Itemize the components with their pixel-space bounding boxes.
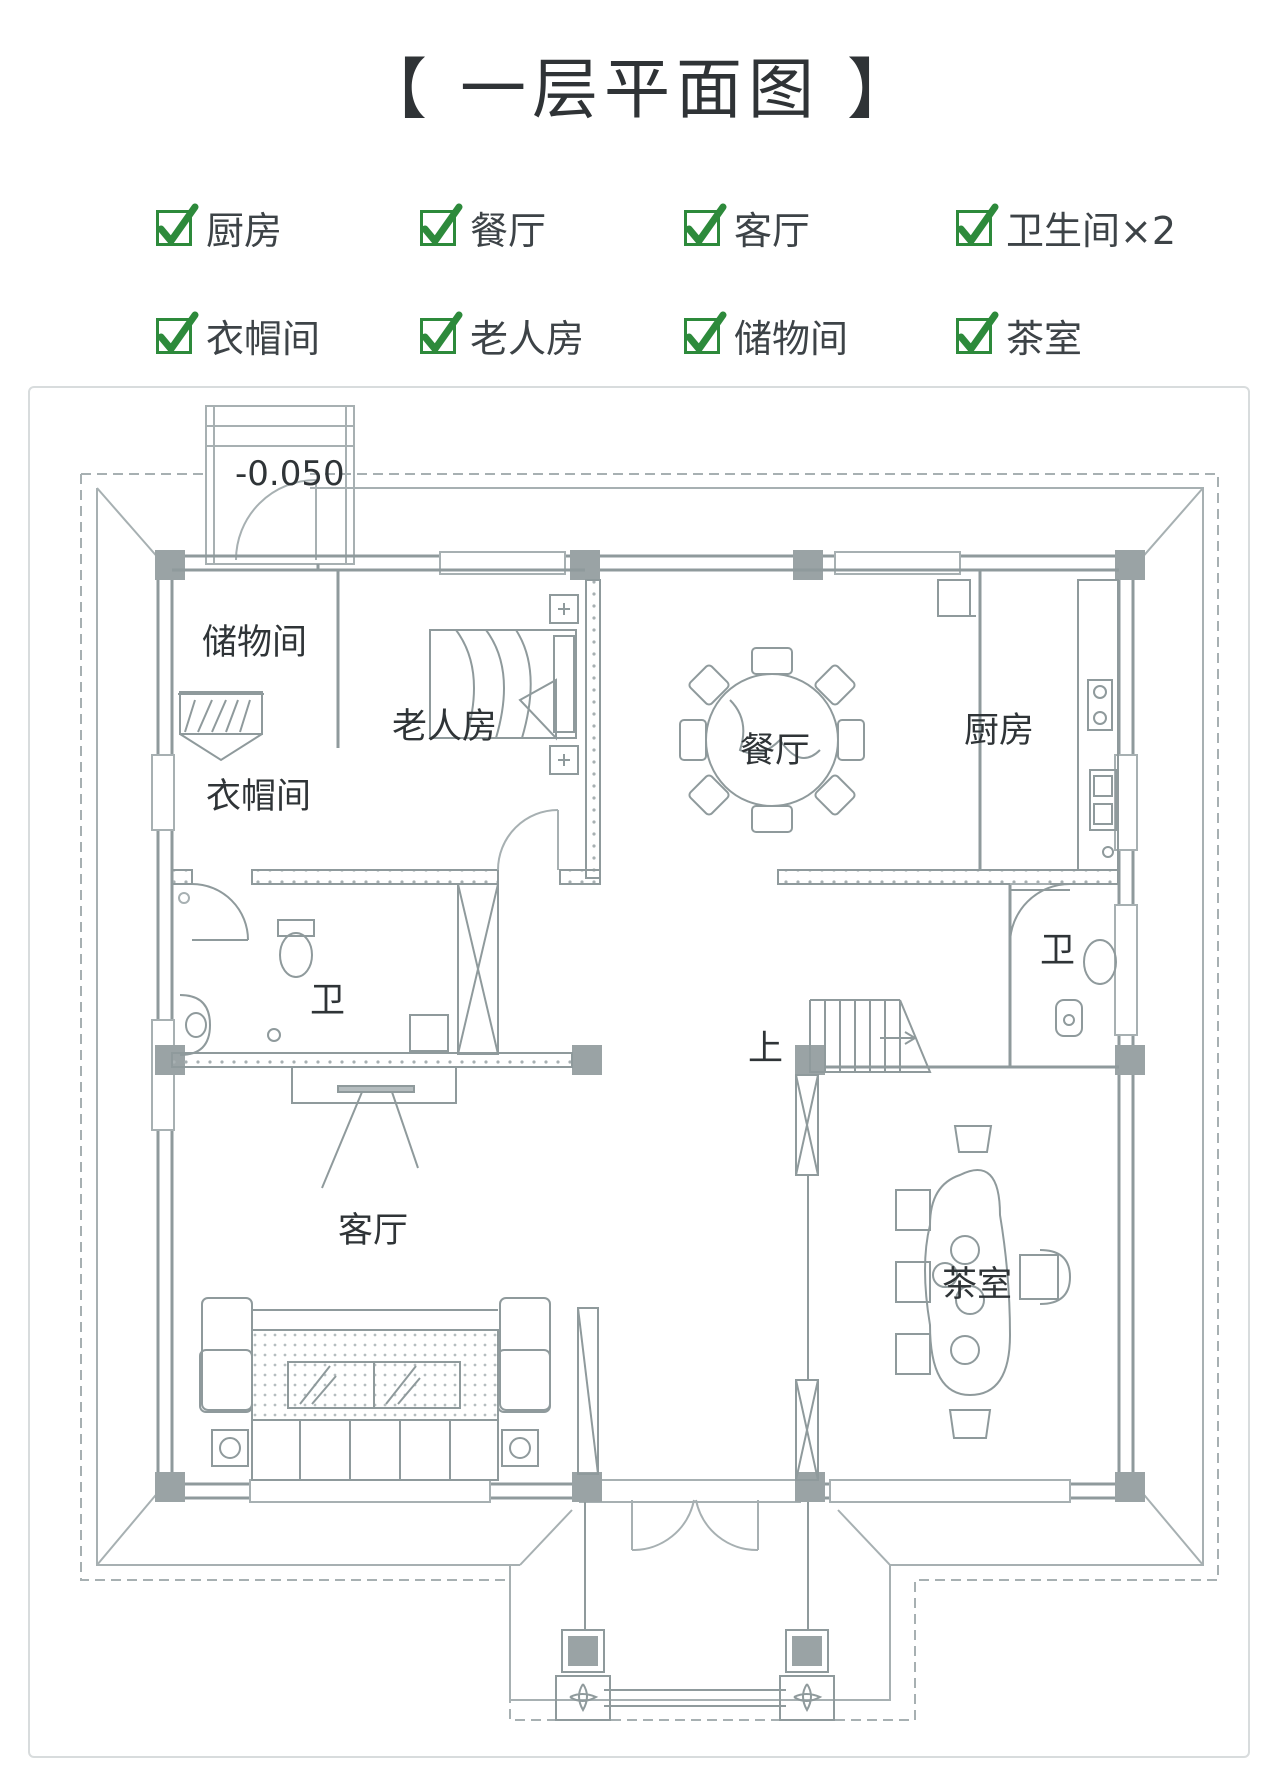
room-label-closet: 衣帽间: [206, 777, 312, 817]
interior-walls: [171, 579, 1119, 1068]
checkbox-checked-icon: [156, 311, 199, 354]
legend-label: 餐厅: [470, 209, 547, 253]
closet-rack: [178, 691, 264, 762]
elderly-room-door: [497, 809, 559, 871]
staircase: [809, 999, 932, 1073]
checkbox-checked-icon: [420, 311, 463, 354]
room-label-dining: 餐厅: [740, 731, 811, 771]
tea-room-partition: [795, 1074, 819, 1481]
legend-label: 客厅: [734, 209, 811, 253]
legend-item-bathroom: 卫生间×2: [956, 200, 1176, 255]
room-legend: 厨房 餐厅 客厅 卫生间×2 衣帽间 老人房 储物间 茶室: [0, 0, 1280, 380]
legend-item-dining: 餐厅: [420, 200, 546, 255]
bathroom-left-fixtures: [179, 883, 449, 1056]
page-title: 【 一层平面图 】: [361, 51, 919, 128]
legend-item-tea-room: 茶室: [956, 308, 1082, 363]
columns: [155, 550, 1145, 1666]
legend-label: 卫生间×2: [1006, 209, 1177, 253]
legend-label: 老人房: [470, 317, 585, 361]
porch-posts: [555, 1502, 835, 1721]
legend-label: 衣帽间: [206, 317, 321, 361]
dining-table: [679, 647, 865, 833]
legend-item-closet: 衣帽间: [156, 308, 320, 363]
front-door: [631, 1499, 759, 1552]
tv-cabinet: [291, 1066, 457, 1189]
checkbox-checked-icon: [956, 203, 999, 246]
checkbox-checked-icon: [684, 203, 727, 246]
checkbox-checked-icon: [156, 203, 199, 246]
wall-details: [178, 883, 1050, 904]
room-label-storage: 储物间: [202, 623, 308, 663]
legend-label: 茶室: [1006, 317, 1083, 361]
sofa-set: [199, 1297, 551, 1481]
entry-steps: [205, 405, 355, 565]
stair-up-label: 上: [748, 1029, 784, 1069]
legend-item-elderly-room: 老人房: [420, 308, 584, 363]
room-label-bath-left: 卫: [310, 981, 346, 1021]
checkbox-checked-icon: [420, 203, 463, 246]
legend-item-kitchen: 厨房: [156, 200, 282, 255]
tea-table: [895, 1125, 1072, 1439]
checkbox-checked-icon: [956, 311, 999, 354]
legend-item-storage: 储物间: [684, 308, 848, 363]
bathroom-right-fixtures: [1009, 883, 1117, 1037]
living-room-partition: [577, 1307, 599, 1475]
room-label-bath-right: 卫: [1040, 931, 1076, 971]
roof-hip-lines: [96, 487, 1204, 1701]
legend-label: 储物间: [734, 317, 849, 361]
room-label-tea-room: 茶室: [942, 1265, 1013, 1305]
plan-frame: [28, 386, 1250, 1758]
eaves-outline: [80, 473, 1219, 1721]
room-label-living: 客厅: [338, 1211, 409, 1251]
porch-flower-icon: [569, 1683, 823, 1713]
bed: [429, 594, 579, 775]
wardrobe: [457, 883, 499, 1055]
kitchen-fixtures: [937, 579, 1119, 871]
elevation-label: -0.050: [235, 454, 345, 494]
legend-item-living: 客厅: [684, 200, 810, 255]
legend-label: 厨房: [206, 209, 283, 253]
checkbox-checked-icon: [684, 311, 727, 354]
room-label-kitchen: 厨房: [964, 711, 1035, 751]
partition-walls: [172, 564, 1119, 1069]
room-label-elderly-room: 老人房: [392, 707, 498, 747]
